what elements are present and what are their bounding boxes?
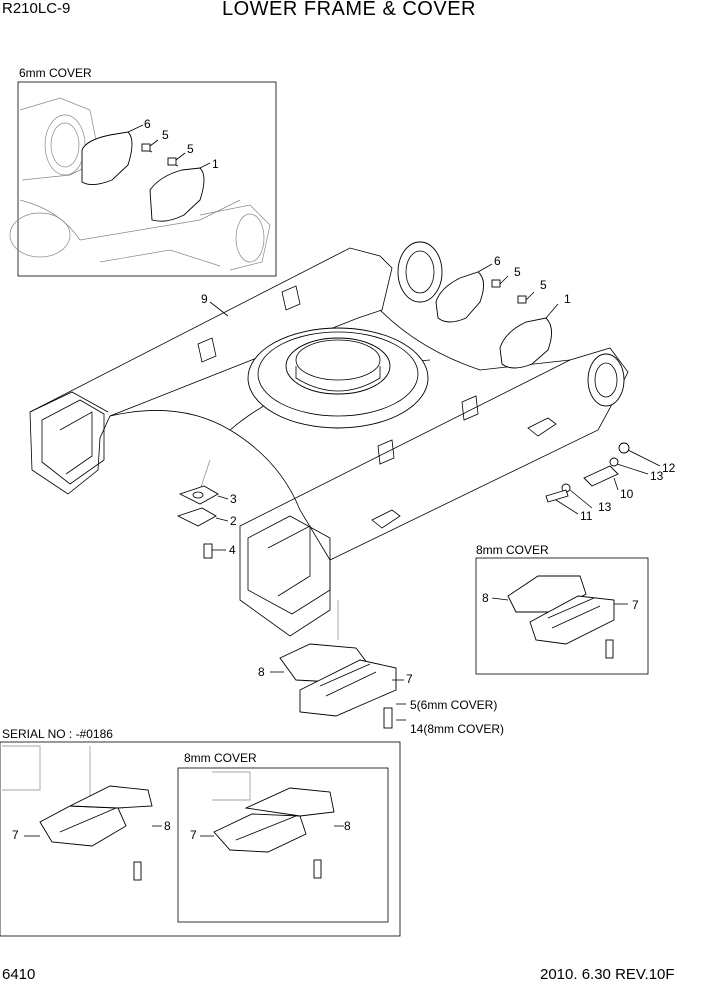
callout-7-serial-inset: 7 bbox=[12, 828, 19, 842]
callout-8-center: 8 bbox=[258, 665, 265, 679]
callout-12: 12 bbox=[662, 461, 676, 475]
callout-7-right-inset: 7 bbox=[632, 598, 639, 612]
revision-date: 2010. 6.30 REV.10F bbox=[540, 966, 675, 983]
callout-1: 1 bbox=[564, 292, 571, 306]
inset-6mm-frame-sketch bbox=[9, 97, 271, 271]
callout-6: 6 bbox=[494, 254, 501, 268]
callout-8-inner-inset: 8 bbox=[344, 819, 351, 833]
callout-1-inset: 1 bbox=[212, 157, 219, 171]
callout-5-inset-a: 5 bbox=[162, 128, 169, 142]
callout-13-b: 13 bbox=[598, 500, 612, 514]
callout-8-serial-inset: 8 bbox=[164, 819, 171, 833]
serial-number-label: SERIAL NO : -#0186 bbox=[2, 727, 113, 741]
inset-8mm-cover-box bbox=[475, 557, 649, 675]
callout-5-a: 5 bbox=[514, 265, 521, 279]
inset-8mm-cover-inner-box bbox=[177, 767, 389, 923]
callout-3: 3 bbox=[230, 492, 237, 506]
right-inset-covers bbox=[491, 575, 628, 659]
callout-5-b: 5 bbox=[540, 278, 547, 292]
callout-11: 11 bbox=[580, 509, 593, 523]
callout-6-inset: 6 bbox=[144, 117, 151, 131]
callout-10: 10 bbox=[620, 487, 634, 501]
inset-serial-box bbox=[0, 741, 401, 937]
callout-7-center: 7 bbox=[406, 672, 413, 686]
serial-inset-sketch bbox=[2, 745, 162, 881]
callout-5-6mm-cover: 5(6mm COVER) bbox=[410, 698, 498, 712]
callout-7-inner-inset: 7 bbox=[190, 828, 197, 842]
callout-13-a: 13 bbox=[650, 469, 664, 483]
callout-14-8mm-cover: 14(8mm COVER) bbox=[410, 722, 505, 736]
inset-6mm-cover-box bbox=[17, 81, 277, 277]
inner-inset-sketch bbox=[200, 771, 344, 879]
inset-8mm-cover-inner-title: 8mm COVER bbox=[184, 751, 257, 765]
inset-8mm-cover-title: 8mm COVER bbox=[476, 543, 549, 557]
model-label: R210LC-9 bbox=[2, 0, 71, 17]
center-bottom-covers bbox=[270, 643, 406, 729]
lower-plates-and-bolt bbox=[176, 485, 229, 559]
callout-9: 9 bbox=[201, 292, 208, 306]
main-6mm-covers bbox=[209, 263, 559, 369]
callout-8-right-inset: 8 bbox=[482, 591, 489, 605]
callout-5-inset-b: 5 bbox=[187, 142, 194, 156]
inset-6mm-cover-title: 6mm COVER bbox=[19, 66, 92, 80]
callout-4: 4 bbox=[229, 543, 236, 557]
page-number: 6410 bbox=[2, 966, 36, 983]
callout-2: 2 bbox=[230, 514, 237, 528]
page-title: LOWER FRAME & COVER bbox=[222, 0, 476, 20]
lower-frame bbox=[29, 241, 629, 640]
inset-6mm-cover-plates bbox=[81, 124, 211, 222]
guide-parts bbox=[545, 442, 661, 515]
